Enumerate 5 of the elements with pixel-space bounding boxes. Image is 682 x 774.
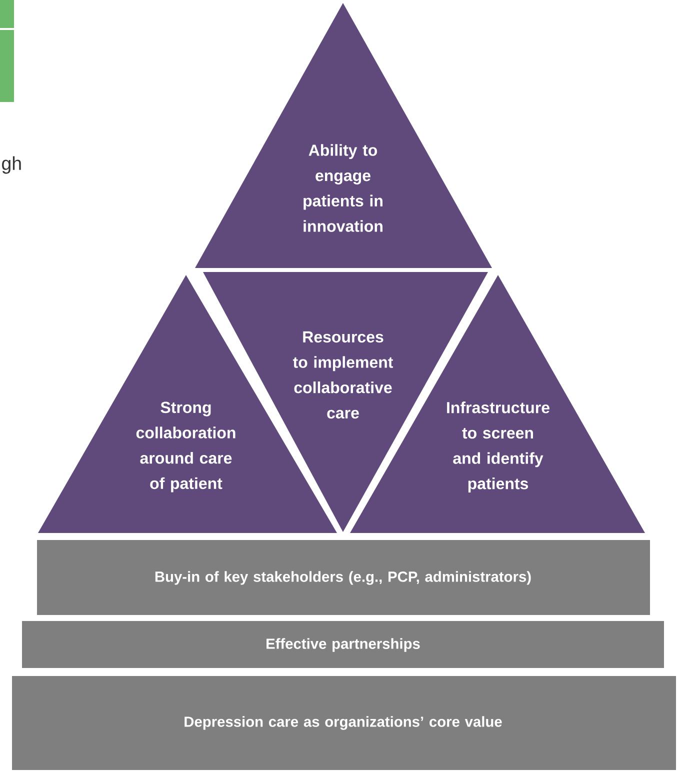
foundation-bar: Buy-in of key stakeholders (e.g., PCP, administrators) — [37, 540, 650, 615]
triangle-segment: Ability to engage patients in innovation — [195, 3, 492, 268]
text-fragment: gh — [2, 156, 21, 174]
foundation-bar: Effective partnerships — [22, 621, 664, 668]
foundation-bar: Depression care as organizations’ core value — [12, 676, 676, 770]
